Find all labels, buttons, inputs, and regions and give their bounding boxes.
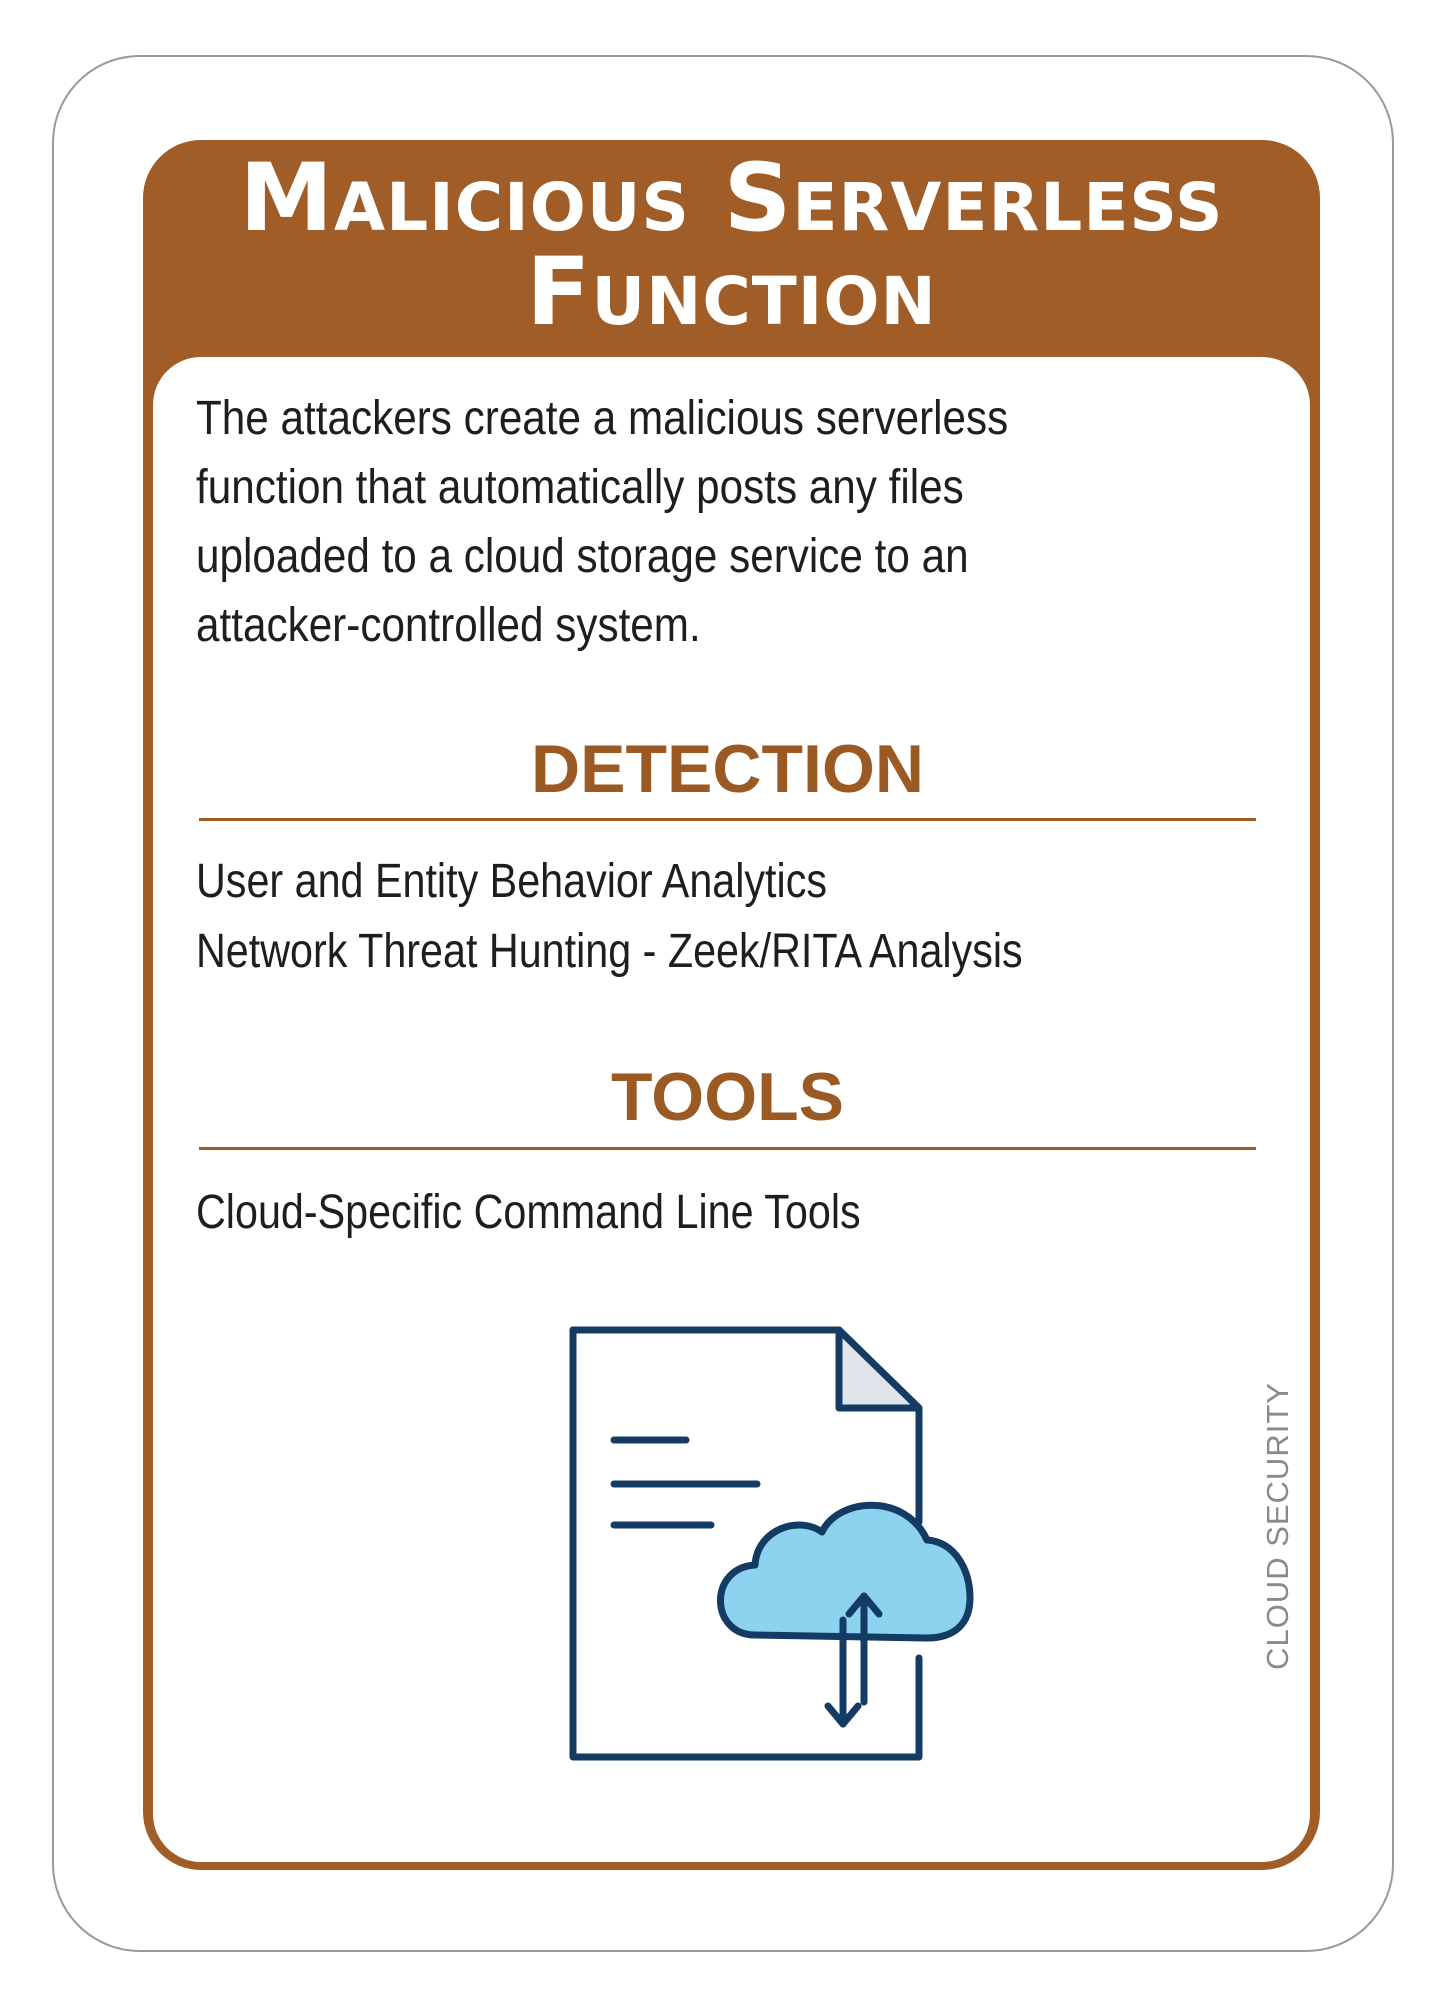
detection-item: Network Threat Hunting - Zeek/RITA Analy… bbox=[196, 925, 1023, 978]
detection-heading: DETECTION bbox=[531, 731, 924, 807]
detection-divider bbox=[199, 818, 1256, 821]
tools-list: Cloud-Specific Command Line Tools bbox=[196, 1178, 1056, 1248]
tools-divider bbox=[199, 1147, 1256, 1150]
detection-list: User and Entity Behavior Analytics Netwo… bbox=[196, 847, 1228, 987]
document-cloud-transfer-icon bbox=[560, 1320, 1005, 1770]
tools-item: Cloud-Specific Command Line Tools bbox=[196, 1186, 861, 1239]
detection-item: User and Entity Behavior Analytics bbox=[196, 855, 827, 908]
tools-heading: TOOLS bbox=[611, 1059, 844, 1135]
card-title-line-2: Function bbox=[526, 238, 937, 347]
card-title: Malicious Serverless Function bbox=[143, 152, 1320, 340]
category-label: CLOUD SECURITY bbox=[1260, 1382, 1295, 1670]
card-description: The attackers create a malicious serverl… bbox=[196, 392, 1009, 652]
card-title-line-1: Malicious Serverless bbox=[239, 144, 1224, 253]
